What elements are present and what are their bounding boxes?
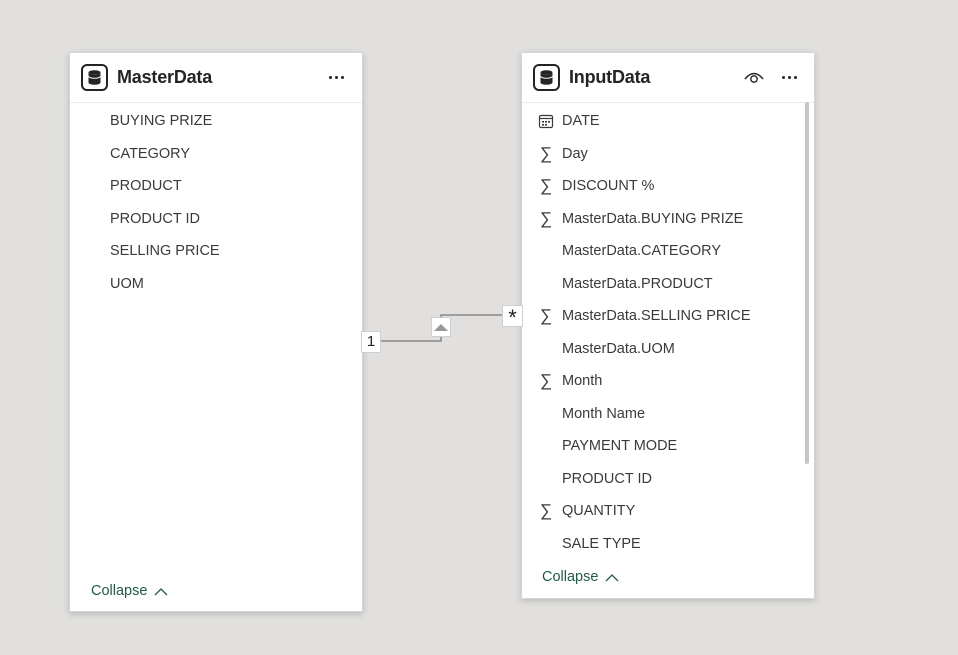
sigma-icon: ∑ xyxy=(539,306,553,325)
database-icon xyxy=(81,64,108,91)
sigma-icon: ∑ xyxy=(539,371,553,390)
collapse-button[interactable]: Collapse xyxy=(91,583,168,599)
field-item[interactable]: CATEGORY xyxy=(70,138,362,171)
sigma-icon: ∑ xyxy=(539,501,553,520)
collapse-label: Collapse xyxy=(91,583,148,599)
field-item[interactable]: ∑ Month xyxy=(522,365,814,398)
field-item[interactable]: ∑ MasterData.SELLING PRICE xyxy=(522,300,814,333)
field-label: QUANTITY xyxy=(562,503,636,519)
table-header: MasterData xyxy=(70,53,362,103)
sigma-icon: ∑ xyxy=(539,176,553,195)
field-item[interactable]: PRODUCT xyxy=(70,170,362,203)
field-item[interactable]: ∑ DISCOUNT % xyxy=(522,170,814,203)
field-label: Month xyxy=(562,373,603,389)
cardinality-many-badge: * xyxy=(502,305,523,330)
field-label: Day xyxy=(562,145,588,162)
field-label: BUYING PRIZE xyxy=(110,113,213,129)
eye-icon[interactable] xyxy=(742,67,766,87)
field-label: MasterData.CATEGORY xyxy=(562,243,722,259)
table-title: InputData xyxy=(569,67,651,87)
field-label: PRODUCT ID xyxy=(562,470,652,487)
field-item[interactable]: MasterData.UOM xyxy=(522,333,814,366)
field-label: UOM xyxy=(110,275,144,292)
more-options-icon[interactable] xyxy=(325,67,347,87)
field-label: SALE TYPE xyxy=(562,535,641,552)
field-label: Month Name xyxy=(562,405,646,422)
chevron-up-icon xyxy=(154,587,168,596)
table-title: MasterData xyxy=(117,67,213,87)
field-item[interactable]: BUYING PRIZE xyxy=(70,105,362,138)
table-header: InputData xyxy=(522,53,814,103)
sigma-icon: ∑ xyxy=(539,208,553,228)
field-item[interactable]: ∑ Day xyxy=(522,138,814,171)
scrollbar[interactable] xyxy=(805,102,809,464)
field-item[interactable]: PRODUCT ID xyxy=(522,463,814,496)
database-icon xyxy=(533,64,560,91)
field-item[interactable]: UOM xyxy=(70,268,362,301)
collapse-button[interactable]: Collapse xyxy=(542,569,619,585)
field-item[interactable]: SELLING PRICE xyxy=(70,235,362,268)
table-card-inputdata[interactable]: InputData DATE ∑ Day ∑ DISCOUNT % ∑ MasterData… xyxy=(521,52,815,599)
field-label: MasterData.SELLING PRICE xyxy=(562,308,751,324)
chevron-up-icon xyxy=(605,573,619,582)
cardinality-one-badge: 1 xyxy=(361,331,381,353)
field-label: DATE xyxy=(562,113,600,129)
field-item[interactable]: PRODUCT ID xyxy=(70,203,362,236)
field-item[interactable]: Month Name xyxy=(522,398,814,431)
field-label: MasterData.PRODUCT xyxy=(562,275,713,292)
field-item[interactable]: MasterData.CATEGORY xyxy=(522,235,814,268)
field-item[interactable]: SALE TYPE xyxy=(522,528,814,561)
field-label: PAYMENT MODE xyxy=(562,438,678,454)
field-label: PRODUCT ID xyxy=(110,210,200,227)
calendar-icon xyxy=(538,113,554,129)
field-item[interactable]: ∑ QUANTITY xyxy=(522,495,814,528)
sigma-icon: ∑ xyxy=(539,143,553,163)
field-label: MasterData.BUYING PRIZE xyxy=(562,210,744,227)
field-item[interactable]: DATE xyxy=(522,105,814,138)
field-item[interactable]: ∑ MasterData.BUYING PRIZE xyxy=(522,203,814,236)
cross-filter-direction-icon[interactable] xyxy=(431,317,451,337)
field-list: DATE ∑ Day ∑ DISCOUNT % ∑ MasterData.BUYING PR… xyxy=(522,105,814,560)
field-label: SELLING PRICE xyxy=(110,243,220,259)
table-card-masterdata[interactable]: MasterData BUYING PRIZE CATEGORY PRODUCT PR… xyxy=(69,52,363,612)
field-item[interactable]: PAYMENT MODE xyxy=(522,430,814,463)
field-label: PRODUCT xyxy=(110,178,182,194)
field-label: MasterData.UOM xyxy=(562,340,675,357)
field-label: CATEGORY xyxy=(110,145,191,162)
more-options-icon[interactable] xyxy=(778,67,800,87)
field-label: DISCOUNT % xyxy=(562,178,655,194)
field-list: BUYING PRIZE CATEGORY PRODUCT PRODUCT ID SEL… xyxy=(70,105,362,300)
field-item[interactable]: MasterData.PRODUCT xyxy=(522,268,814,301)
collapse-label: Collapse xyxy=(542,569,599,585)
